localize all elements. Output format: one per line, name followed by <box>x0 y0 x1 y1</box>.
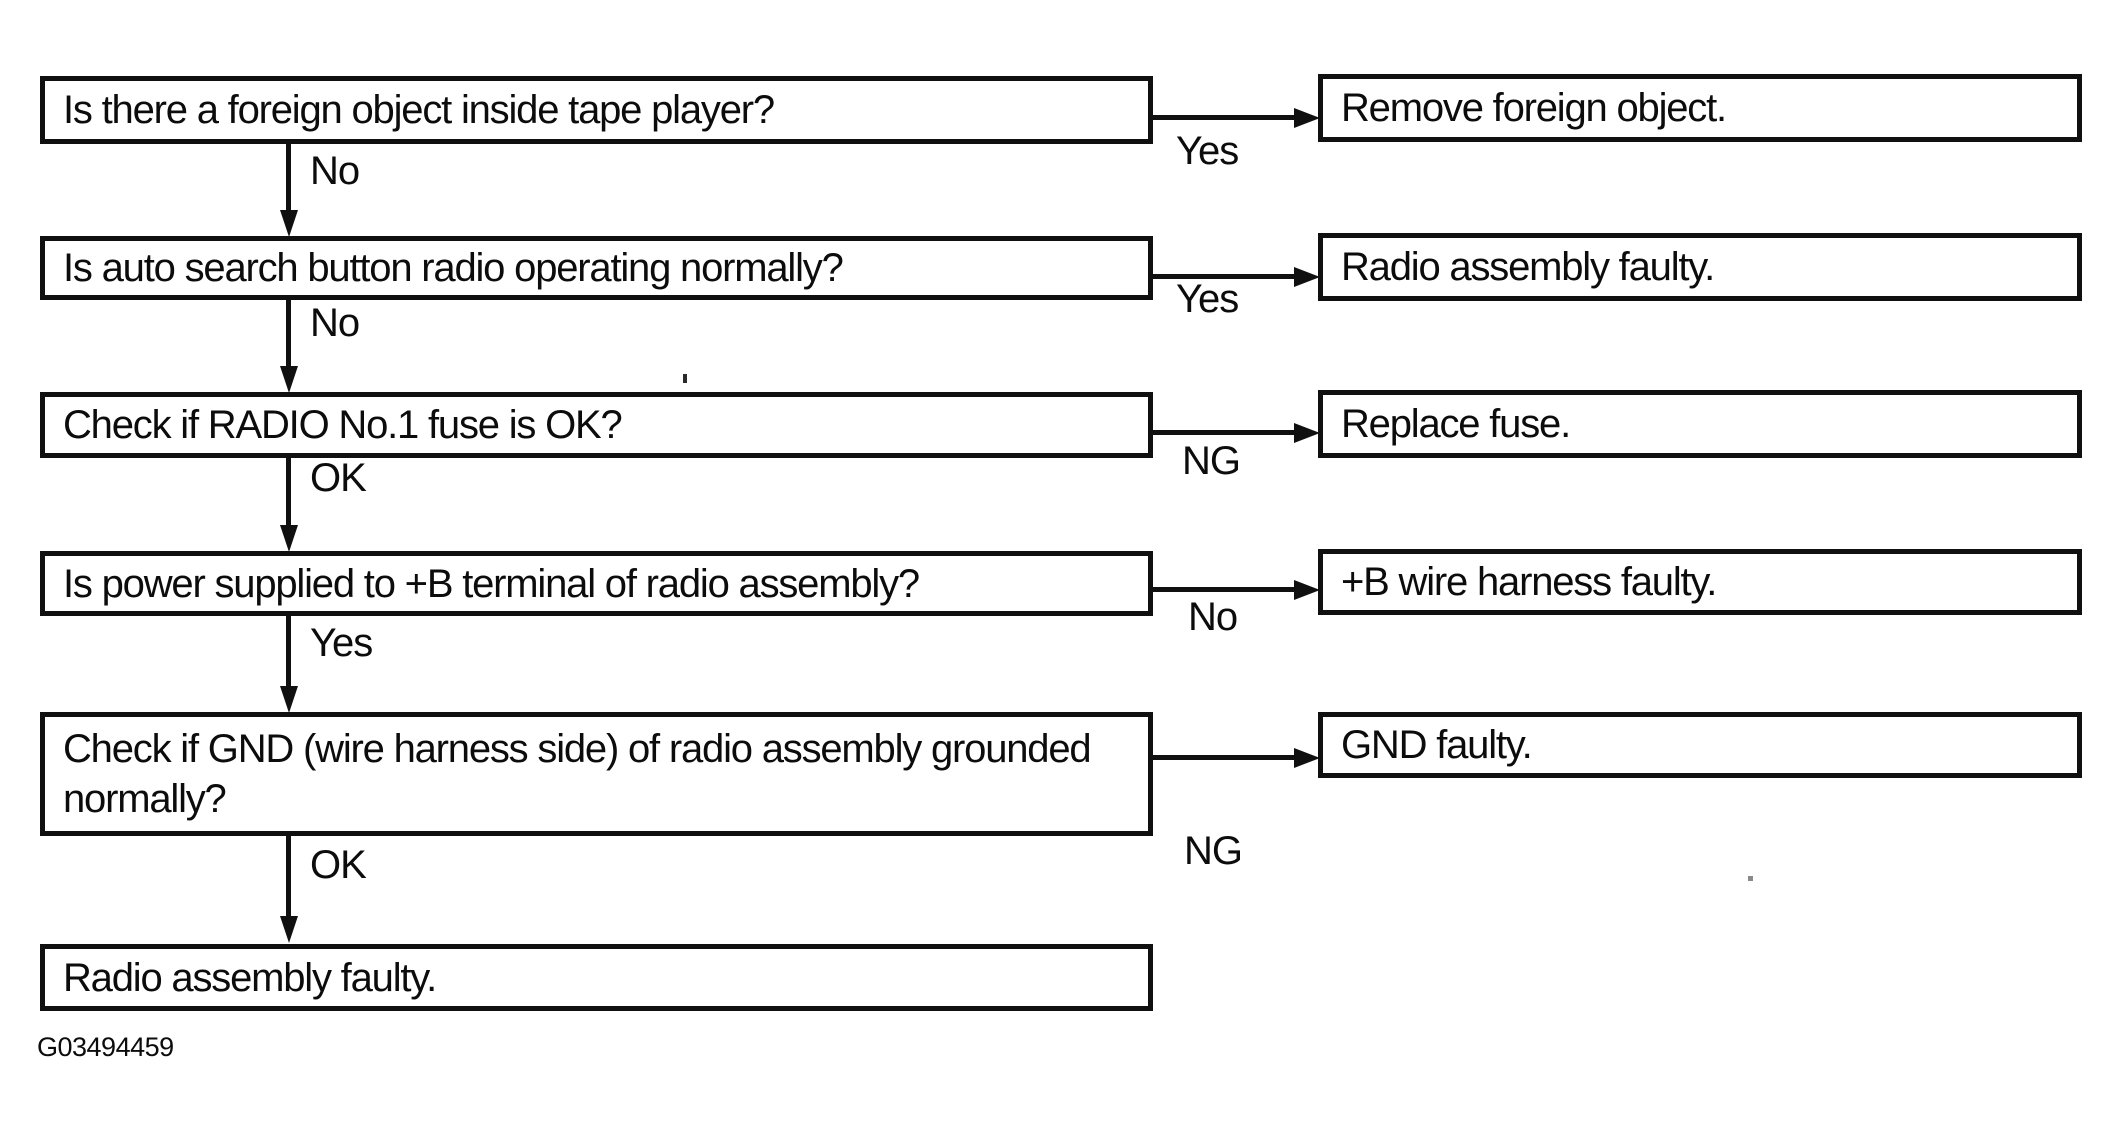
question-box-1: Is there a foreign object inside tape pl… <box>40 76 1153 144</box>
arrowhead-right-icon <box>1294 580 1320 600</box>
result-box-3: Replace fuse. <box>1318 390 2082 458</box>
flow-line-right-3 <box>1153 430 1296 435</box>
question-text-3: Check if RADIO No.1 fuse is OK? <box>63 403 623 447</box>
result-box-4: +B wire harness faulty. <box>1318 549 2082 615</box>
arrowhead-down-icon <box>280 210 298 237</box>
down-label-5: OK <box>310 843 367 887</box>
result-box-5: GND faulty. <box>1318 712 2082 778</box>
flow-line-right-5 <box>1153 755 1296 760</box>
result-box-1: Remove foreign object. <box>1318 74 2082 142</box>
down-label-2: No <box>310 301 360 345</box>
down-label-4: Yes <box>310 621 373 665</box>
scan-speck <box>683 374 687 383</box>
final-result-text: Radio assembly faulty. <box>63 955 437 1000</box>
arrowhead-down-icon <box>280 525 298 552</box>
arrowhead-right-icon <box>1294 423 1320 443</box>
flow-line-right-2 <box>1153 274 1296 279</box>
flow-line-down-5 <box>286 836 291 918</box>
down-label-1: No <box>310 149 360 193</box>
question-box-4: Is power supplied to +B terminal of radi… <box>40 551 1153 616</box>
result-text-1: Remove foreign object. <box>1341 86 1727 130</box>
right-label-5: NG <box>1184 829 1243 873</box>
arrowhead-right-icon <box>1294 748 1320 768</box>
arrowhead-down-icon <box>280 686 298 713</box>
question-box-2: Is auto search button radio operating no… <box>40 236 1153 300</box>
question-text-1: Is there a foreign object inside tape pl… <box>63 88 775 132</box>
result-text-3: Replace fuse. <box>1341 402 1571 446</box>
flow-line-right-4 <box>1153 587 1296 592</box>
question-text-4: Is power supplied to +B terminal of radi… <box>63 561 920 606</box>
right-label-3: NG <box>1182 439 1241 483</box>
question-text-2: Is auto search button radio operating no… <box>63 246 844 290</box>
flow-line-right-1 <box>1153 115 1296 120</box>
flow-line-down-2 <box>286 300 291 368</box>
result-text-4: +B wire harness faulty. <box>1341 560 1717 604</box>
question-box-5: Check if GND (wire harness side) of radi… <box>40 712 1153 836</box>
down-label-3: OK <box>310 456 367 500</box>
flow-line-down-4 <box>286 616 291 688</box>
scan-speck <box>1748 876 1753 881</box>
final-result-box: Radio assembly faulty. <box>40 944 1153 1011</box>
flow-line-down-1 <box>286 144 291 212</box>
question-text-5: Check if GND (wire harness side) of radi… <box>63 727 1092 821</box>
figure-id: G03494459 <box>37 1032 174 1062</box>
right-label-2: Yes <box>1176 277 1239 321</box>
arrowhead-right-icon <box>1294 108 1320 128</box>
result-box-2: Radio assembly faulty. <box>1318 233 2082 301</box>
question-box-3: Check if RADIO No.1 fuse is OK? <box>40 392 1153 458</box>
result-text-2: Radio assembly faulty. <box>1341 245 1715 289</box>
arrowhead-right-icon <box>1294 267 1320 287</box>
right-label-4: No <box>1188 595 1238 639</box>
arrowhead-down-icon <box>280 916 298 943</box>
right-label-1: Yes <box>1176 129 1239 173</box>
arrowhead-down-icon <box>280 366 298 393</box>
result-text-5: GND faulty. <box>1341 723 1533 767</box>
flow-line-down-3 <box>286 458 291 527</box>
